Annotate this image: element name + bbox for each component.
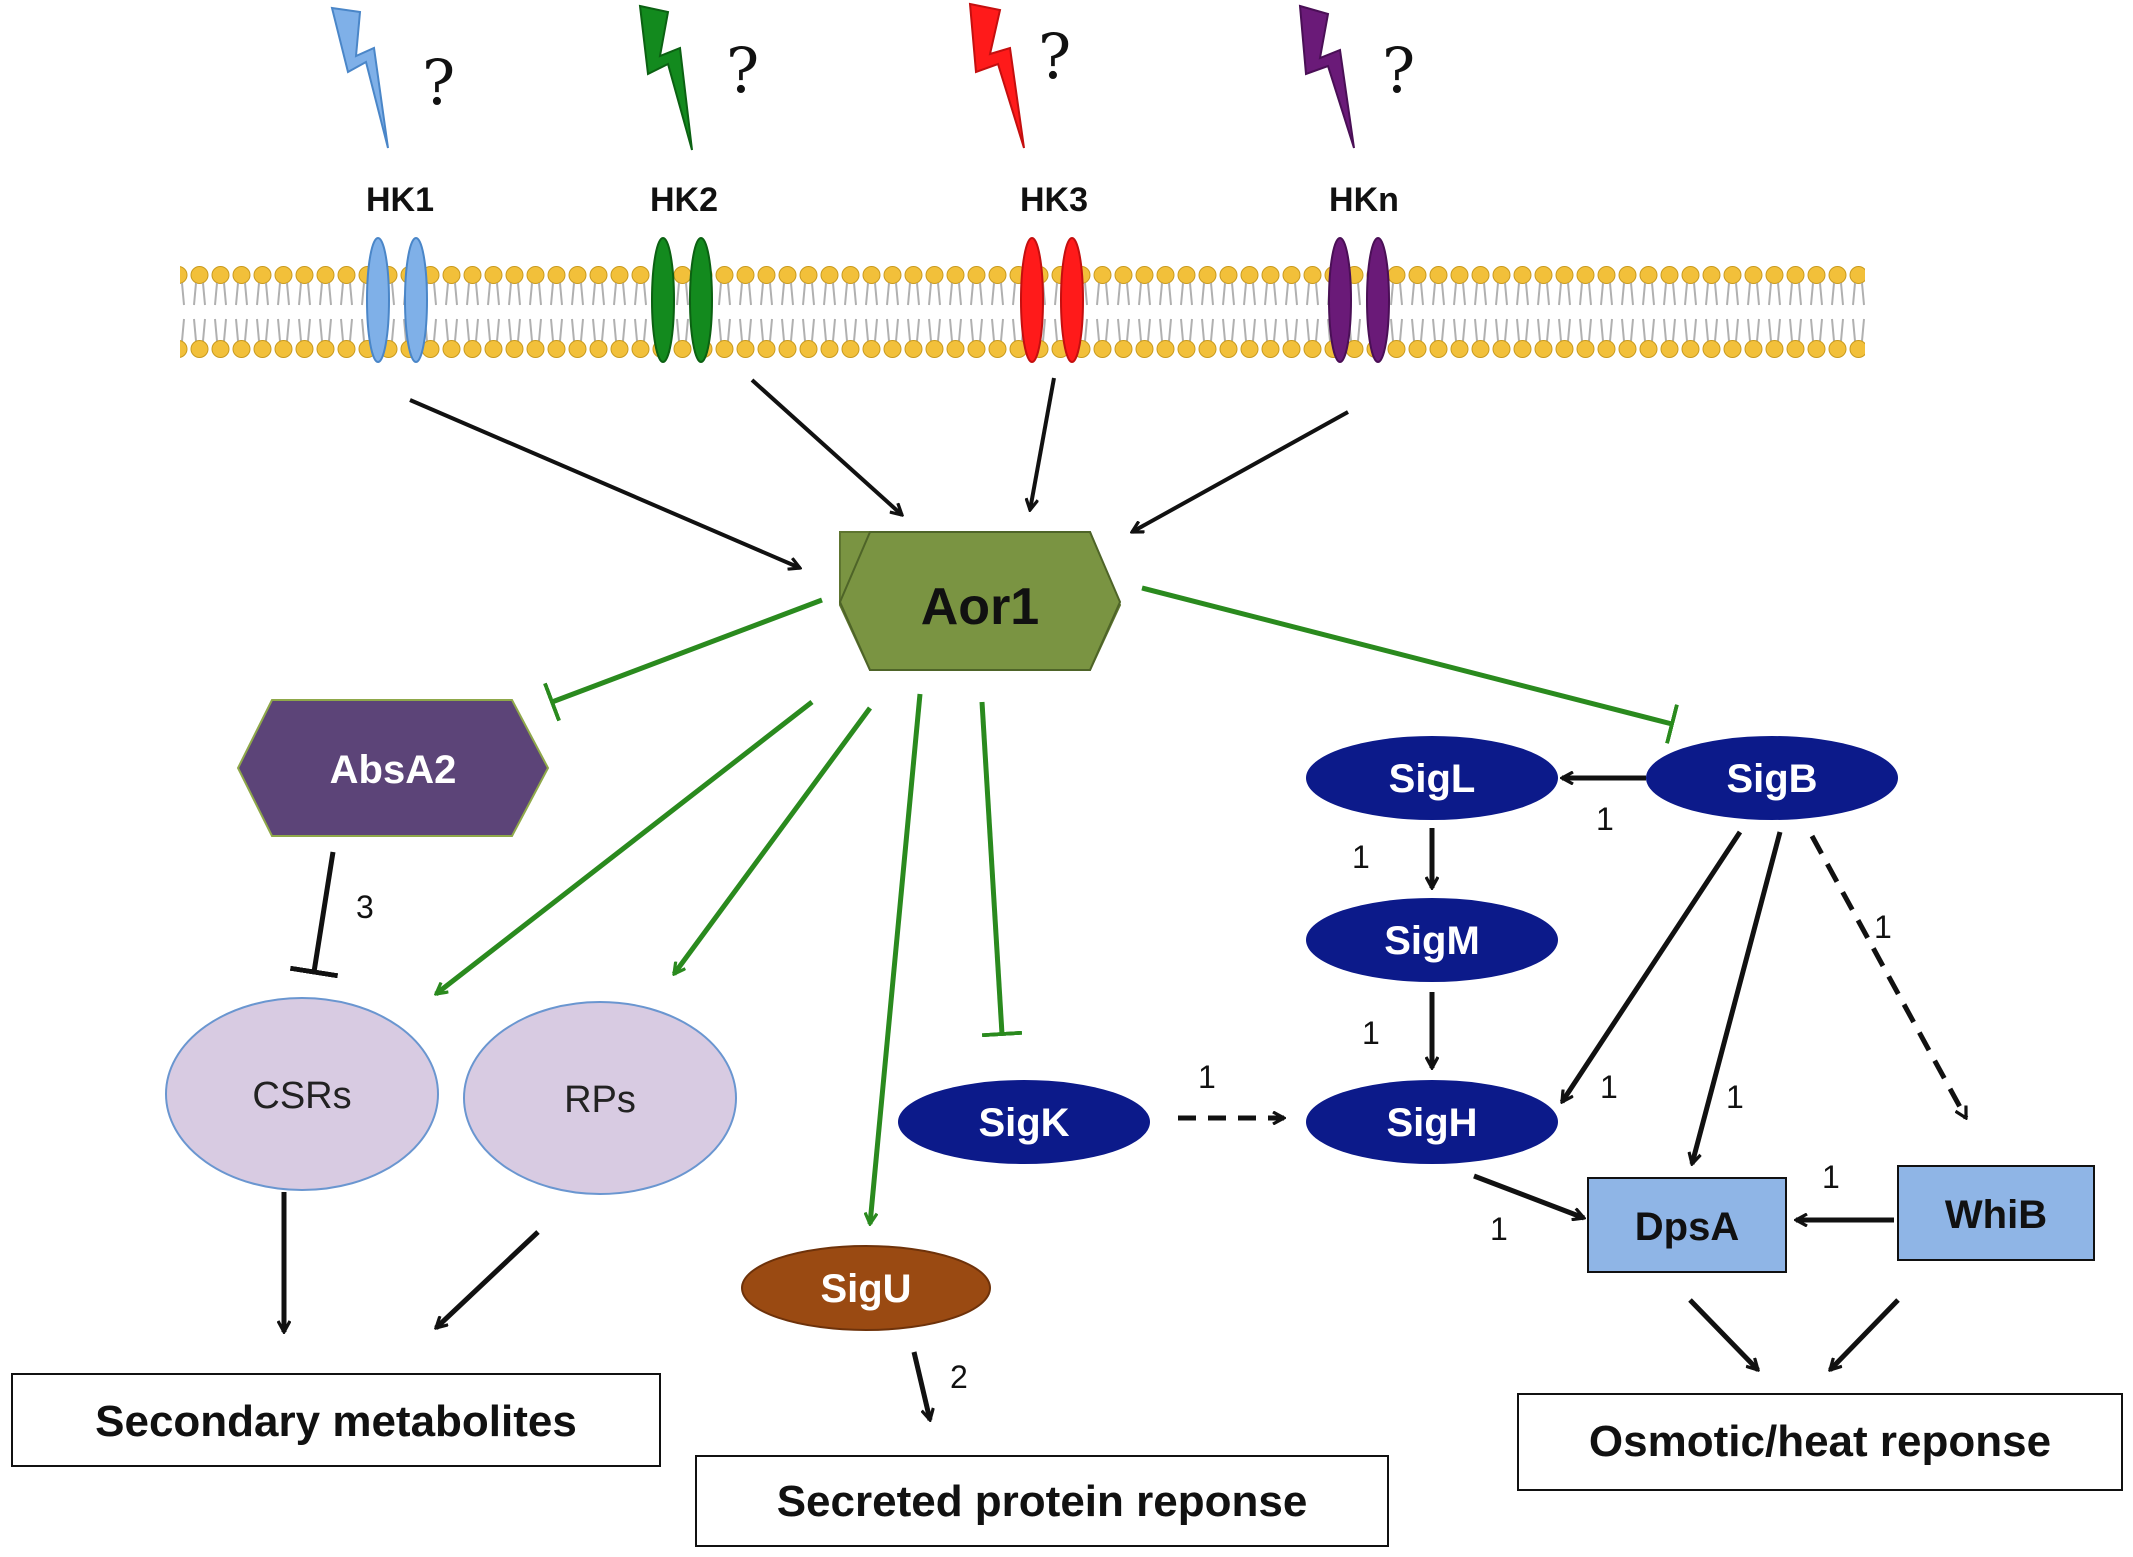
question-mark-hk1: ? xyxy=(422,46,455,119)
arrow-hkn-aor1 xyxy=(1132,410,1349,534)
ref-2: 2 xyxy=(950,1359,968,1395)
hkn-receptor xyxy=(1328,237,1390,363)
secondary-metabolites-box: Secondary metabolites xyxy=(11,1373,661,1467)
hk1-receptor xyxy=(366,237,428,363)
ref-1-sigm-sigh: 1 xyxy=(1362,1015,1380,1051)
ref-1-sigl-sigm: 1 xyxy=(1352,839,1370,875)
repress-aor1-sigk xyxy=(979,701,1023,1038)
signal-lightning-icon-hk1 xyxy=(330,6,389,149)
arrow-sigb-dpsa xyxy=(1692,831,1783,1164)
absa2-node: AbsA2 xyxy=(236,699,550,837)
activate-aor1-rps xyxy=(671,706,873,974)
csrs-label: CSRs xyxy=(252,1075,351,1117)
aor1-node: Aor1 xyxy=(838,531,1122,671)
dashed-arrow-sigb-whib xyxy=(1809,834,1969,1118)
sigk-node: SigK xyxy=(898,1080,1150,1164)
question-mark-hkn: ? xyxy=(1382,34,1415,107)
sigb-label: SigB xyxy=(1726,757,1817,801)
sigh-label: SigH xyxy=(1386,1101,1477,1145)
osmotic-heat-box: Osmotic/heat reponse xyxy=(1517,1393,2123,1491)
ref-1-sigk-sigh: 1 xyxy=(1198,1059,1216,1095)
rps-label: RPs xyxy=(564,1079,636,1121)
hk1-label: HK1 xyxy=(366,181,434,219)
arrow-rps-secondary xyxy=(436,1230,540,1328)
arrow-sigh-dpsa xyxy=(1473,1173,1584,1218)
ref-1-sigb-whib: 1 xyxy=(1874,909,1892,945)
signal-lightning-icon-hk3 xyxy=(968,2,1025,149)
absa2-label: AbsA2 xyxy=(330,748,457,792)
signal-lightning-icon-hkn xyxy=(1298,4,1355,149)
ref-1-whib-dpsa: 1 xyxy=(1822,1159,1840,1195)
sigb-node: SigB xyxy=(1646,736,1898,820)
arrow-hk3-aor1 xyxy=(1030,377,1056,510)
sigu-label: SigU xyxy=(820,1267,911,1311)
activate-aor1-csrs xyxy=(436,700,814,994)
arrow-dpsa-osmotic xyxy=(1688,1298,1758,1370)
whib-label: WhiB xyxy=(1945,1193,2047,1237)
activate-aor1-sigu xyxy=(870,693,923,1224)
arrow-hk2-aor1 xyxy=(750,378,902,515)
whib-node: WhiB xyxy=(1897,1165,2095,1261)
sigh-node: SigH xyxy=(1306,1080,1558,1164)
sigm-node: SigM xyxy=(1306,898,1558,982)
dpsa-node: DpsA xyxy=(1587,1177,1787,1273)
secondary-metabolites-label: Secondary metabolites xyxy=(95,1397,577,1446)
ref-3: 3 xyxy=(356,889,374,925)
repress-absa2-csrs xyxy=(289,851,339,979)
ref-1-sigb-dpsa: 1 xyxy=(1726,1079,1744,1115)
ref-1-sigb-sigl: 1 xyxy=(1596,801,1614,837)
hk3-receptor xyxy=(1020,237,1084,363)
sigk-label: SigK xyxy=(978,1101,1069,1145)
ref-1-sigh-dpsa: 1 xyxy=(1490,1211,1508,1247)
aor1-label: Aor1 xyxy=(921,578,1039,636)
csrs-node: CSRs xyxy=(165,997,439,1191)
question-mark-hk2: ? xyxy=(726,34,759,107)
rps-node: RPs xyxy=(463,1001,737,1195)
arrow-whib-osmotic xyxy=(1830,1298,1900,1370)
arrow-sigu-secreted xyxy=(911,1351,930,1420)
signal-lightning-icon-hk2 xyxy=(638,4,693,151)
sigm-label: SigM xyxy=(1384,919,1480,963)
repress-aor1-absa2 xyxy=(543,597,823,722)
hk3-label: HK3 xyxy=(1020,181,1088,219)
secreted-protein-box: Secreted protein reponse xyxy=(695,1455,1389,1547)
sigl-label: SigL xyxy=(1389,757,1476,801)
hk2-receptor xyxy=(651,237,713,363)
osmotic-heat-label: Osmotic/heat reponse xyxy=(1589,1417,2051,1466)
secreted-protein-label: Secreted protein reponse xyxy=(777,1477,1308,1526)
hk2-label: HK2 xyxy=(650,181,718,219)
arrow-sigb-sigh xyxy=(1559,830,1743,1102)
repress-aor1-sigb xyxy=(1141,585,1679,744)
ref-1-sigb-sigh: 1 xyxy=(1600,1069,1618,1105)
dpsa-label: DpsA xyxy=(1635,1205,1739,1249)
sigl-node: SigL xyxy=(1306,736,1558,820)
sigu-node: SigU xyxy=(741,1245,991,1331)
question-mark-hk3: ? xyxy=(1038,20,1071,93)
hkn-label: HKn xyxy=(1329,181,1399,219)
arrow-hk1-aor1 xyxy=(409,398,800,568)
